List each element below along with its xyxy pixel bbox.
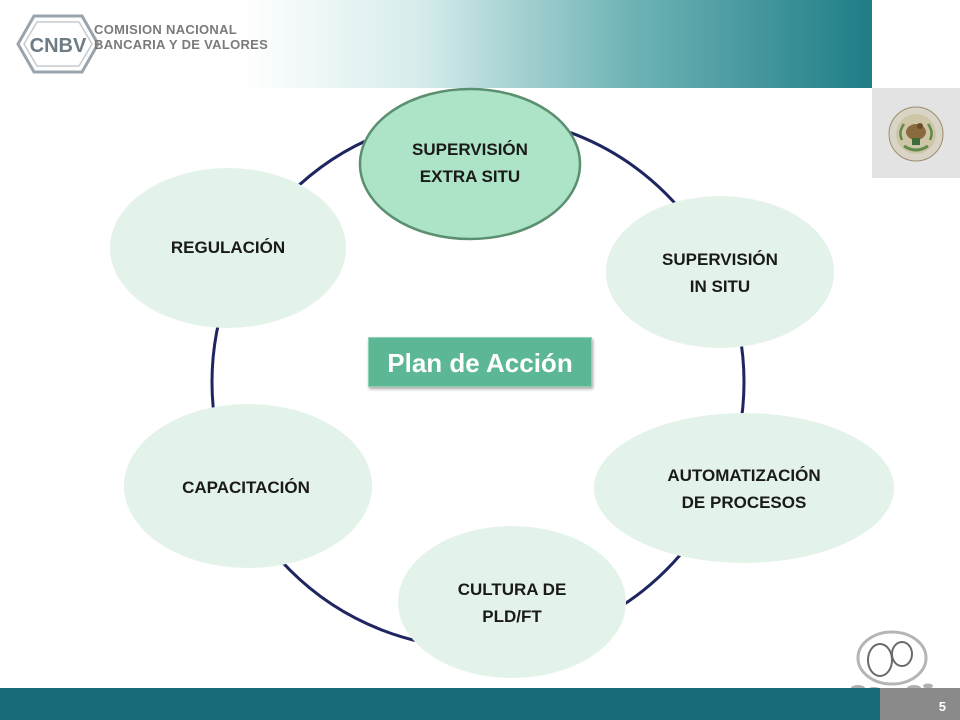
mexico-coat-of-arms-icon (888, 106, 944, 162)
node-capacitacion[interactable] (124, 404, 372, 568)
node-cultura[interactable] (398, 526, 626, 678)
cnbv-logo: CNBV (16, 14, 100, 74)
center-plan-de-accion[interactable]: Plan de Acción (368, 337, 592, 387)
node-supervision-in-situ[interactable] (606, 196, 834, 348)
node-regulacion[interactable] (110, 168, 346, 328)
label-automatizacion: AUTOMATIZACIÓN DE PROCESOS (667, 466, 821, 512)
eyes-mascot-icon (851, 630, 933, 693)
node-supervision-extra-situ[interactable] (358, 87, 582, 241)
node-automatizacion[interactable] (594, 413, 894, 563)
org-name-line2: BANCARIA Y DE VALORES (94, 37, 269, 52)
page-number-box: 5 (880, 688, 960, 720)
page-number: 5 (938, 699, 946, 714)
label-cultura: CULTURA DE PLD/FT (457, 580, 567, 626)
header-right-strip (872, 0, 960, 88)
org-name: COMISION NACIONAL BANCARIA Y DE VALORES (94, 22, 268, 52)
label-supervision-extra-situ: SUPERVISIÓN EXTRA SITU (412, 140, 528, 186)
label-regulacion: REGULACIÓN (170, 238, 286, 257)
label-capacitacion: CAPACITACIÓN (182, 478, 310, 497)
footer-bar (0, 688, 880, 720)
seal-box (872, 88, 960, 178)
label-supervision-in-situ: SUPERVISIÓN IN SITU (662, 250, 778, 296)
logo-abbr: CNBV (30, 35, 87, 57)
header-band (0, 0, 872, 88)
org-name-line1: COMISION NACIONAL (94, 22, 238, 37)
